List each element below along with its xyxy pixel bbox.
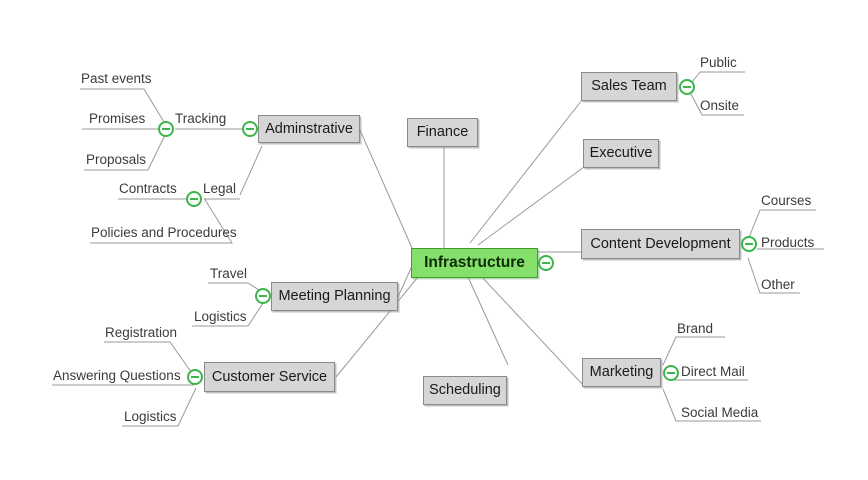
- connector-legal-policies: [90, 197, 233, 244]
- node-label-tracking: Tracking: [175, 111, 227, 126]
- node-label-meeting-planning-logistics: Logistics: [194, 309, 247, 324]
- node-sales-team[interactable]: Sales Team: [581, 72, 677, 101]
- connector-cs-logistics: [122, 387, 197, 427]
- node-label-customer-service: Customer Service: [211, 368, 328, 385]
- node-tracking[interactable]: Tracking: [175, 112, 226, 126]
- node-answering-questions[interactable]: Answering Questions: [53, 369, 181, 383]
- node-label-policies-and-procedures: Policies and Procedures: [91, 225, 237, 240]
- connector-central-meeting-planning: [397, 265, 413, 298]
- connector-sales-public: [688, 71, 745, 87]
- node-customer-service-logistics[interactable]: Logistics: [124, 410, 177, 424]
- collapse-toggle-legal[interactable]: [186, 191, 202, 207]
- node-administrative[interactable]: Adminstrative: [258, 115, 360, 143]
- node-meeting-planning[interactable]: Meeting Planning: [271, 282, 398, 311]
- collapse-toggle-meeting-planning[interactable]: [255, 288, 271, 304]
- node-courses[interactable]: Courses: [761, 194, 811, 208]
- node-past-events[interactable]: Past events: [81, 72, 152, 86]
- node-finance[interactable]: Finance: [407, 118, 478, 147]
- node-onsite[interactable]: Onsite: [700, 99, 739, 113]
- node-marketing[interactable]: Marketing: [582, 358, 661, 387]
- node-label-proposals: Proposals: [86, 152, 147, 167]
- node-brand[interactable]: Brand: [677, 322, 713, 336]
- connector-content-other: [747, 257, 800, 294]
- collapse-toggle-marketing[interactable]: [663, 365, 679, 381]
- node-direct-mail[interactable]: Direct Mail: [681, 365, 745, 379]
- connector-marketing-social-media: [662, 388, 761, 422]
- connector-sales-onsite: [688, 89, 744, 116]
- node-label-travel: Travel: [210, 266, 248, 281]
- collapse-toggle-sales-team[interactable]: [679, 79, 695, 95]
- collapse-toggle-infrastructure[interactable]: [538, 255, 554, 271]
- node-label-administrative: Adminstrative: [265, 120, 353, 137]
- node-label-past-events: Past events: [81, 71, 152, 86]
- node-public[interactable]: Public: [700, 56, 737, 70]
- node-label-contracts: Contracts: [119, 181, 177, 196]
- connector-central-executive: [477, 166, 585, 246]
- connector-tracking-past-events: [80, 88, 168, 128]
- node-label-infrastructure: Infrastructure: [424, 254, 525, 272]
- connector-central-customer-service: [335, 276, 419, 378]
- node-other[interactable]: Other: [761, 278, 795, 292]
- node-content-development[interactable]: Content Development: [581, 229, 740, 259]
- node-infrastructure[interactable]: Infrastructure: [411, 248, 538, 278]
- connector-mp-logistics: [192, 299, 266, 327]
- node-label-promises: Promises: [89, 111, 146, 126]
- node-label-brand: Brand: [677, 321, 714, 336]
- connector-central-marketing: [479, 274, 585, 387]
- connector-central-administrative: [359, 129, 413, 249]
- node-label-other: Other: [761, 277, 795, 292]
- node-scheduling[interactable]: Scheduling: [423, 376, 507, 405]
- connector-content-courses: [747, 209, 816, 241]
- node-label-executive: Executive: [589, 145, 653, 162]
- node-label-finance: Finance: [416, 124, 469, 141]
- node-executive[interactable]: Executive: [583, 139, 659, 168]
- node-label-marketing: Marketing: [589, 364, 654, 381]
- node-customer-service[interactable]: Customer Service: [204, 362, 335, 392]
- node-label-legal: Legal: [203, 181, 237, 196]
- node-label-products: Products: [761, 235, 815, 250]
- node-label-sales-team: Sales Team: [591, 78, 667, 95]
- node-promises[interactable]: Promises: [89, 112, 145, 126]
- connector-central-scheduling: [467, 276, 509, 366]
- node-label-onsite: Onsite: [700, 98, 740, 113]
- connector-central-sales-team: [469, 99, 583, 244]
- node-label-customer-service-logistics: Logistics: [124, 409, 177, 424]
- collapse-toggle-tracking[interactable]: [158, 121, 174, 137]
- connector-administrative-legal: [239, 145, 263, 196]
- node-label-courses: Courses: [761, 193, 812, 208]
- node-label-answering-questions: Answering Questions: [53, 368, 181, 383]
- node-legal[interactable]: Legal: [203, 182, 236, 196]
- node-proposals[interactable]: Proposals: [86, 153, 146, 167]
- connector-cs-registration: [104, 341, 195, 377]
- connector-marketing-brand: [662, 336, 725, 366]
- node-policies-and-procedures[interactable]: Policies and Procedures: [91, 226, 237, 240]
- node-label-direct-mail: Direct Mail: [681, 364, 745, 379]
- collapse-toggle-customer-service[interactable]: [187, 369, 203, 385]
- node-registration[interactable]: Registration: [105, 326, 177, 340]
- node-travel[interactable]: Travel: [210, 267, 247, 281]
- collapse-toggle-content-development[interactable]: [741, 236, 757, 252]
- node-meeting-planning-logistics[interactable]: Logistics: [194, 310, 247, 324]
- node-label-meeting-planning: Meeting Planning: [278, 288, 391, 305]
- node-contracts[interactable]: Contracts: [119, 182, 177, 196]
- collapse-toggle-administrative[interactable]: [242, 121, 258, 137]
- node-label-scheduling: Scheduling: [429, 382, 501, 399]
- node-products[interactable]: Products: [761, 236, 814, 250]
- node-social-media[interactable]: Social Media: [681, 406, 758, 420]
- node-label-public: Public: [700, 55, 737, 70]
- node-label-social-media: Social Media: [681, 405, 759, 420]
- node-label-content-development: Content Development: [590, 235, 731, 252]
- connector-tracking-proposals: [84, 130, 168, 171]
- node-label-registration: Registration: [105, 325, 178, 340]
